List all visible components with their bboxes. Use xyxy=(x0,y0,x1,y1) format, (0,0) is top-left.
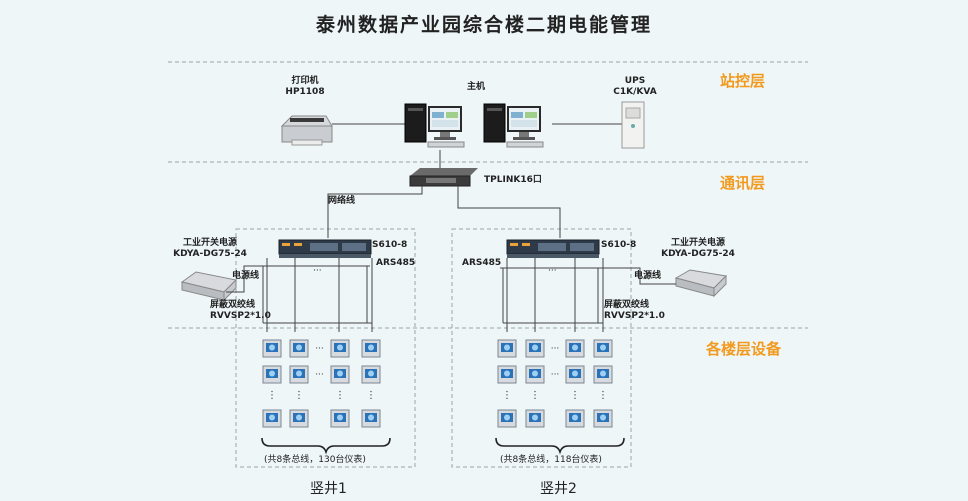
meter-icon xyxy=(262,365,282,384)
layer-comm-label: 通讯层 xyxy=(720,174,766,192)
horizontal-ellipsis: ··· xyxy=(551,370,560,380)
shaft1-dots: ··· xyxy=(313,266,322,276)
vertical-ellipsis: ⋮ xyxy=(598,390,608,401)
meter-icon xyxy=(262,339,282,358)
horizontal-ellipsis: ··· xyxy=(551,344,560,354)
switch-label: TPLINK16口 xyxy=(484,175,542,185)
shaft2-bus-lines xyxy=(502,258,604,332)
horizontal-ellipsis: ··· xyxy=(315,370,324,380)
meter-icon xyxy=(565,339,585,358)
vertical-ellipsis: ⋮ xyxy=(294,390,304,401)
meter-icon xyxy=(497,339,517,358)
shaft1-gateway-label: S610-8 xyxy=(372,240,408,250)
shaft2-dots: ··· xyxy=(548,266,557,276)
meter-icon xyxy=(565,409,585,428)
meter-icon xyxy=(330,365,350,384)
network-switch-icon xyxy=(409,168,478,187)
meter-icon xyxy=(289,339,309,358)
meter-icon xyxy=(565,365,585,384)
meter-icon xyxy=(525,339,545,358)
meter-icon xyxy=(289,409,309,428)
switch-to-gateway1 xyxy=(327,186,423,238)
vertical-ellipsis: ⋮ xyxy=(335,390,345,401)
meter-icon xyxy=(330,339,350,358)
vertical-ellipsis: ⋮ xyxy=(366,390,376,401)
shaft2-bus-label: ARS485 xyxy=(462,258,502,268)
gateway1-icon xyxy=(278,239,372,258)
ups-icon xyxy=(621,101,645,149)
shaft1-bus-lines xyxy=(262,258,373,332)
shaft1-box xyxy=(235,228,416,468)
layer-station-label: 站控层 xyxy=(720,72,766,90)
meter-icon xyxy=(525,409,545,428)
meter-icon xyxy=(262,409,282,428)
shaft1-power-line-label: 电源线 xyxy=(232,271,260,281)
page-title: 泰州数据产业园综合楼二期电能管理 xyxy=(315,14,652,36)
meter-icon xyxy=(361,339,381,358)
meter-grid: ⋮ ⋮ ⋮ ⋮ ··· ··· ⋮ ⋮ ⋮ ⋮ ··· ··· xyxy=(262,339,613,428)
shaft1-brace xyxy=(261,437,391,455)
shaft2-power-line-label: 电源线 xyxy=(634,271,662,281)
horizontal-ellipsis: ··· xyxy=(315,344,324,354)
network-cable-label: 网络线 xyxy=(328,196,356,206)
meter-icon xyxy=(330,409,350,428)
shaft2-brace xyxy=(495,437,625,455)
vertical-ellipsis: ⋮ xyxy=(530,390,540,401)
meter-icon xyxy=(361,365,381,384)
shaft2-box xyxy=(451,228,632,468)
vertical-ellipsis: ⋮ xyxy=(502,390,512,401)
shaft1-summary: (共8条总线，130台仪表) xyxy=(264,455,366,465)
meter-icon xyxy=(361,409,381,428)
meter-icon xyxy=(289,365,309,384)
shaft2-gateway-label: S610-8 xyxy=(601,240,637,250)
shaft2-name: 竖井2 xyxy=(540,481,577,497)
meter-icon xyxy=(497,409,517,428)
meter-icon xyxy=(525,365,545,384)
shaft1-power-line xyxy=(226,265,370,293)
meter-icon xyxy=(593,365,613,384)
shaft1-bus-label: ARS485 xyxy=(376,258,416,268)
host-label: 主机 xyxy=(466,82,485,92)
shaft1-name: 竖井1 xyxy=(310,481,347,497)
vertical-ellipsis: ⋮ xyxy=(267,390,277,401)
switch-to-gateway2 xyxy=(457,186,561,238)
gateway2-icon xyxy=(506,239,600,258)
meter-icon xyxy=(593,409,613,428)
host-computer-icon-2 xyxy=(483,103,544,148)
meter-icon xyxy=(497,365,517,384)
psu1-icon xyxy=(180,271,238,302)
meter-icon xyxy=(593,339,613,358)
psu2-icon xyxy=(674,269,728,298)
vertical-ellipsis: ⋮ xyxy=(570,390,580,401)
layer-floor-label: 各楼层设备 xyxy=(706,340,782,358)
host-computer-icon-1 xyxy=(404,103,465,148)
shaft2-power-line xyxy=(500,267,676,285)
printer-icon xyxy=(280,115,333,146)
shaft2-summary: (共8条总线，118台仪表) xyxy=(500,455,602,465)
